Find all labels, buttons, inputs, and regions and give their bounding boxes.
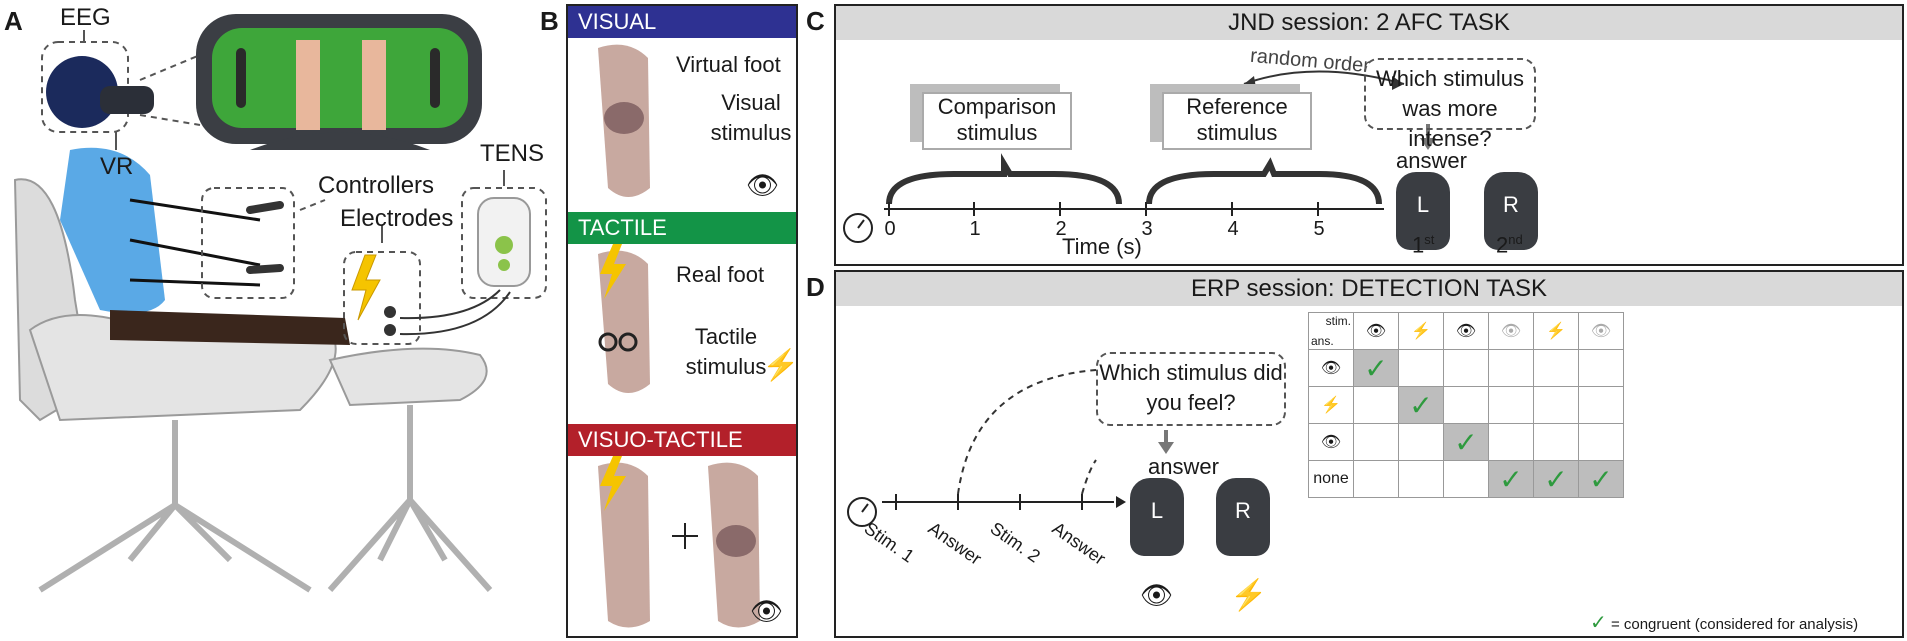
check-icon: ✓ [1398, 386, 1444, 424]
col-visuotactile-icon: 👁 [1443, 312, 1489, 350]
table-cell [1488, 386, 1534, 424]
question-box-d: Which stimulus did you feel? [1096, 352, 1286, 426]
left-controller-d: L [1130, 478, 1184, 556]
check-icon: ✓ [1488, 460, 1534, 498]
answer-label-d: answer [1148, 454, 1219, 479]
tick-4: 4 [1227, 218, 1239, 240]
virtual-foot-label: Virtual foot [676, 52, 781, 77]
visual-foot-image [598, 44, 650, 197]
eye-icon: 👁 [746, 170, 780, 200]
table-cell [1353, 460, 1399, 498]
comparison-stimulus-box: Comparison stimulus [922, 92, 1072, 150]
table-cell [1488, 423, 1534, 461]
detection-timeline [847, 369, 1174, 527]
right-controller-d: R [1216, 478, 1270, 556]
tactile-foot-image [598, 244, 650, 393]
col-visuotactile-dim-icon: 👁 [1578, 312, 1624, 350]
tick-5: 5 [1313, 218, 1325, 240]
panel-c-title: JND session: 2 AFC TASK [836, 6, 1902, 40]
vr-headset-view [196, 14, 482, 150]
table-row: ⚡✓ [1308, 386, 1624, 424]
eye-icon-d: 👁 [1140, 580, 1174, 610]
panel-d-title: ERP session: DETECTION TASK [836, 272, 1902, 306]
tens-label: TENS [480, 140, 545, 167]
first-ordinal: 1st [1412, 232, 1435, 258]
right-controller-c: R [1484, 172, 1538, 250]
visuotactile-feet-image [598, 456, 760, 628]
col-visual-icon: 👁 [1353, 312, 1399, 350]
table-cell [1443, 386, 1489, 424]
table-cell [1533, 386, 1579, 424]
congruent-legend: ✓ = congruent (considered for analysis) [1590, 612, 1859, 634]
vr-label: VR [100, 153, 134, 180]
table-header-row: ans.stim. 👁⚡👁👁⚡👁 [1308, 312, 1624, 350]
table-cell [1578, 423, 1624, 461]
table-cell [1488, 349, 1534, 387]
tactile-header: TACTILE [568, 212, 796, 244]
bolt-icon-d: ⚡ [1230, 579, 1268, 612]
tick-0: 0 [884, 218, 896, 240]
col-tactile-dim-icon: ⚡ [1533, 312, 1579, 350]
left-controller-c: L [1396, 172, 1450, 250]
check-icon: ✓ [1533, 460, 1579, 498]
bolt-icon: ⚡ [762, 349, 800, 382]
table-row: 👁✓ [1308, 423, 1624, 461]
panel-d-frame [834, 270, 1904, 638]
congruence-table: ans.stim. 👁⚡👁👁⚡👁 👁✓ ⚡✓ 👁✓ none✓✓✓ [1308, 312, 1624, 498]
panel-b-letter: B [540, 6, 559, 36]
visual-stimulus-label: Visual stimulus [710, 90, 792, 145]
vr-setup-illustration [13, 14, 547, 593]
table-cell [1578, 386, 1624, 424]
check-icon: ✓ [1590, 612, 1607, 634]
second-ordinal: 2nd [1496, 232, 1523, 258]
table-cell [1443, 460, 1489, 498]
real-foot-label: Real foot [676, 262, 765, 287]
time-axis-label: Time (s) [1062, 234, 1142, 259]
answer-label-c: answer [1396, 148, 1467, 173]
check-icon: ✓ [1578, 460, 1624, 498]
table-cell [1443, 349, 1489, 387]
tick-3: 3 [1141, 218, 1153, 240]
table-row: none✓✓✓ [1308, 460, 1624, 498]
eye-bolt-icon: 👁 [750, 596, 784, 626]
row-none-label: none [1308, 460, 1354, 498]
panel-a-letter: A [4, 6, 23, 36]
panel-d-letter: D [806, 272, 825, 302]
question-box-c: Which stimulus was more intense? [1364, 58, 1536, 151]
panel-b-frame [566, 4, 798, 638]
table-corner: ans.stim. [1308, 312, 1354, 350]
table-cell [1398, 423, 1444, 461]
tactile-stimulus-label: Tactile stimulus [685, 324, 767, 379]
row-tactile-icon: ⚡ [1308, 386, 1354, 424]
row-visuotactile-icon: 👁 [1308, 423, 1354, 461]
panel-c-frame [834, 4, 1904, 266]
col-tactile-icon: ⚡ [1398, 312, 1444, 350]
visual-header: VISUAL [568, 6, 796, 38]
table-cell [1353, 386, 1399, 424]
visuotactile-header: VISUO-TACTILE [568, 424, 796, 456]
eeg-label: EEG [60, 4, 111, 31]
tick-1: 1 [969, 218, 981, 240]
table-cell [1533, 349, 1579, 387]
tick-2: 2 [1055, 218, 1067, 240]
table-cell [1533, 423, 1579, 461]
table-cell [1398, 349, 1444, 387]
reference-stimulus-box: Reference stimulus [1162, 92, 1312, 150]
table-cell [1398, 460, 1444, 498]
table-cell [1578, 349, 1624, 387]
table-cell [1353, 423, 1399, 461]
controllers-label: Controllers [318, 172, 435, 199]
col-visual-dim-icon: 👁 [1488, 312, 1534, 350]
panel-c-letter: C [806, 6, 825, 36]
table-row: 👁✓ [1308, 349, 1624, 387]
row-visual-icon: 👁 [1308, 349, 1354, 387]
electrodes-label: Electrodes [340, 205, 454, 232]
check-icon: ✓ [1443, 423, 1489, 461]
check-icon: ✓ [1353, 349, 1399, 387]
